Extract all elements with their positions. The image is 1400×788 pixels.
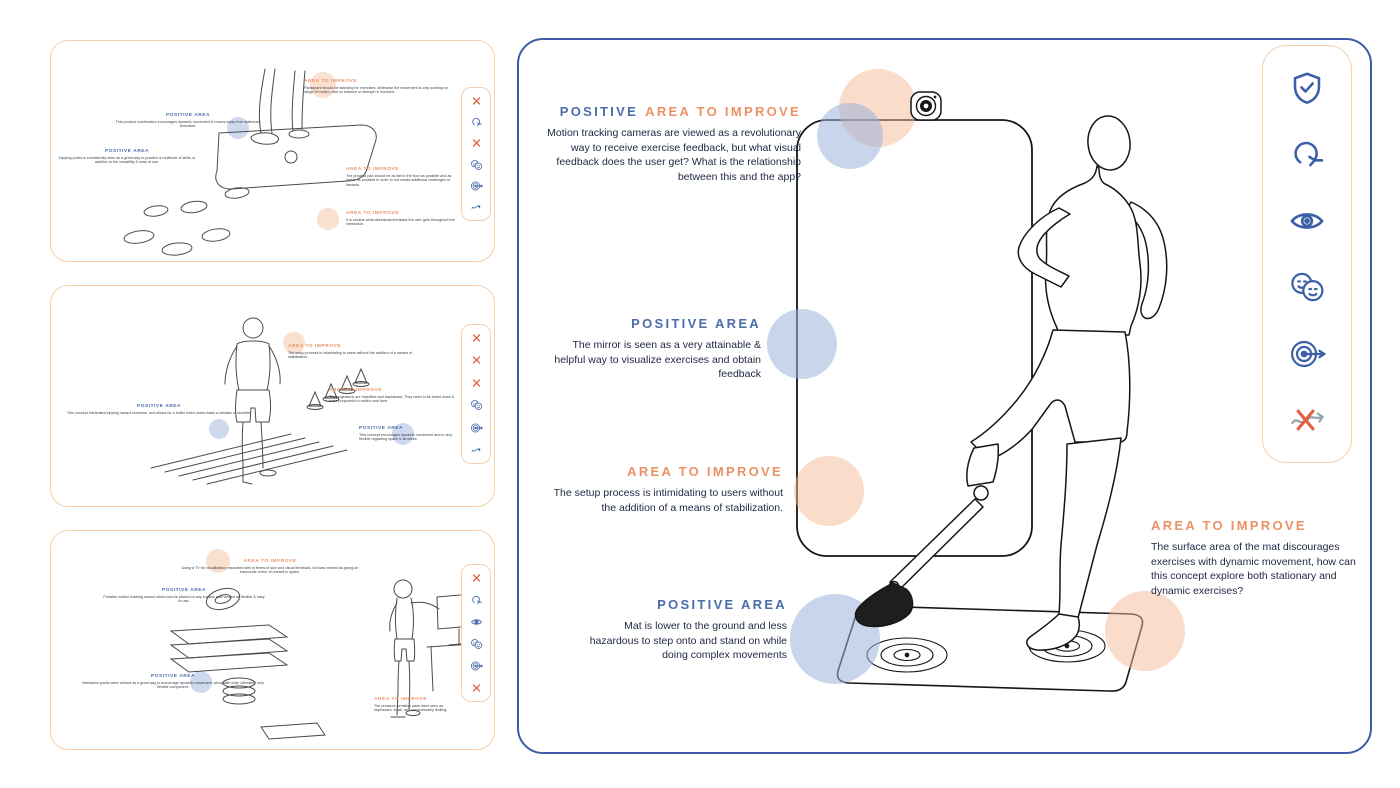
prosthetic-knee-joint xyxy=(973,485,989,501)
highlight-circle-setup xyxy=(794,456,864,526)
concept-panel-balance-board: AREA TO IMPROVE Participant should be st… xyxy=(50,40,495,262)
motion-icon xyxy=(470,444,483,456)
feedback-legend-strip xyxy=(1262,45,1352,463)
highlight-circle-surface xyxy=(1105,591,1185,671)
label-area-to-improve: AREA TO IMPROVE xyxy=(645,104,801,119)
annotation-setup-process: AREA TO IMPROVE The setup process is int… xyxy=(288,344,413,360)
annotation-tv-visualization: AREA TO IMPROVE Using a TV for visualiza… xyxy=(181,559,359,575)
x-icon xyxy=(470,332,483,344)
eye-icon xyxy=(470,616,483,628)
head xyxy=(1087,115,1131,171)
feedback-icon-strip-2 xyxy=(461,324,491,464)
shorts xyxy=(970,329,1131,461)
sketch-projection xyxy=(150,317,414,485)
annotation-mat-positive: POSITIVE AREA Mat is lower to the ground… xyxy=(589,597,787,662)
label-positive: POSITIVE xyxy=(559,104,639,119)
x-icon xyxy=(470,682,483,694)
prosthetic-foot xyxy=(854,582,914,628)
shield-check-icon xyxy=(1288,70,1326,106)
motion-crossed-icon xyxy=(1288,402,1326,438)
motion-icon xyxy=(470,201,483,213)
annotation-surface-improve: AREA TO IMPROVE The surface area of the … xyxy=(1151,518,1356,598)
concept-panel-tv-sensor: AREA TO IMPROVE Using a TV for visualiza… xyxy=(50,530,495,750)
x-icon xyxy=(470,377,483,389)
motion-tracking-camera xyxy=(910,91,942,121)
x-icon xyxy=(470,354,483,366)
annotation-mirror-positive: POSITIVE AREA The mirror is seen as a ve… xyxy=(554,316,761,381)
annotation-projections: AREA TO IMPROVE The projections are repe… xyxy=(329,388,455,404)
highlight-circle-mirror xyxy=(767,309,837,379)
annotation-tripping-hazard: POSITIVE AREA This concept eliminates tr… xyxy=(66,404,252,415)
repeat-icon xyxy=(470,116,483,128)
repeat-icon xyxy=(470,594,483,606)
annotation-dynamic-movement: POSITIVE AREA This product combination e… xyxy=(115,113,261,129)
annotation-interactive-pucks: POSITIVE AREA Interactive pucks were vie… xyxy=(81,674,264,690)
concept-panel-projection: AREA TO IMPROVE The setup process is int… xyxy=(50,285,495,507)
faces-icon xyxy=(470,159,483,171)
annotation-portable-sensor: POSITIVE AREA Portable motion tracking s… xyxy=(103,588,265,604)
eye-icon xyxy=(1288,203,1326,239)
annotation-pressure-pads: AREA TO IMPROVE The pressure sensitive p… xyxy=(374,697,448,713)
x-icon xyxy=(470,137,483,149)
faces-icon xyxy=(470,638,483,650)
highlight-circle-top-blue xyxy=(817,103,883,169)
target-icon xyxy=(1288,336,1326,372)
annotation-standing: AREA TO IMPROVE Participant should be st… xyxy=(304,79,448,95)
illustration-mirror-figure xyxy=(767,69,1185,692)
annotation-setup-improve: AREA TO IMPROVE The setup process is int… xyxy=(553,464,783,514)
annotation-tapping-pucks: POSITIVE AREA Tapping pucks is consisten… xyxy=(58,149,196,165)
right-leg xyxy=(1058,437,1122,619)
feedback-icon-strip-3 xyxy=(461,564,491,702)
sketch-balance-board xyxy=(123,68,377,256)
left-arm-akimbo xyxy=(1017,207,1071,288)
right-arm xyxy=(1124,201,1168,320)
torso xyxy=(1044,165,1142,336)
prosthetic-socket xyxy=(966,443,999,487)
x-icon xyxy=(470,95,483,107)
right-foot xyxy=(1026,613,1081,651)
annotation-pad-flat: AREA TO IMPROVE The process pad should b… xyxy=(346,167,452,188)
target-icon xyxy=(470,660,483,672)
target-icon xyxy=(470,422,483,434)
annotation-directional-feedback: AREA TO IMPROVE It is unclear what direc… xyxy=(346,211,455,227)
faces-icon xyxy=(470,399,483,411)
person-figure xyxy=(854,115,1168,651)
faces-icon xyxy=(1288,269,1326,305)
feedback-icon-strip-1 xyxy=(461,87,491,221)
target-icon xyxy=(470,180,483,192)
x-icon xyxy=(470,572,483,584)
repeat-icon xyxy=(1288,136,1326,172)
annotation-flexible-space: POSITIVE AREA This concept encourages dy… xyxy=(359,426,453,442)
